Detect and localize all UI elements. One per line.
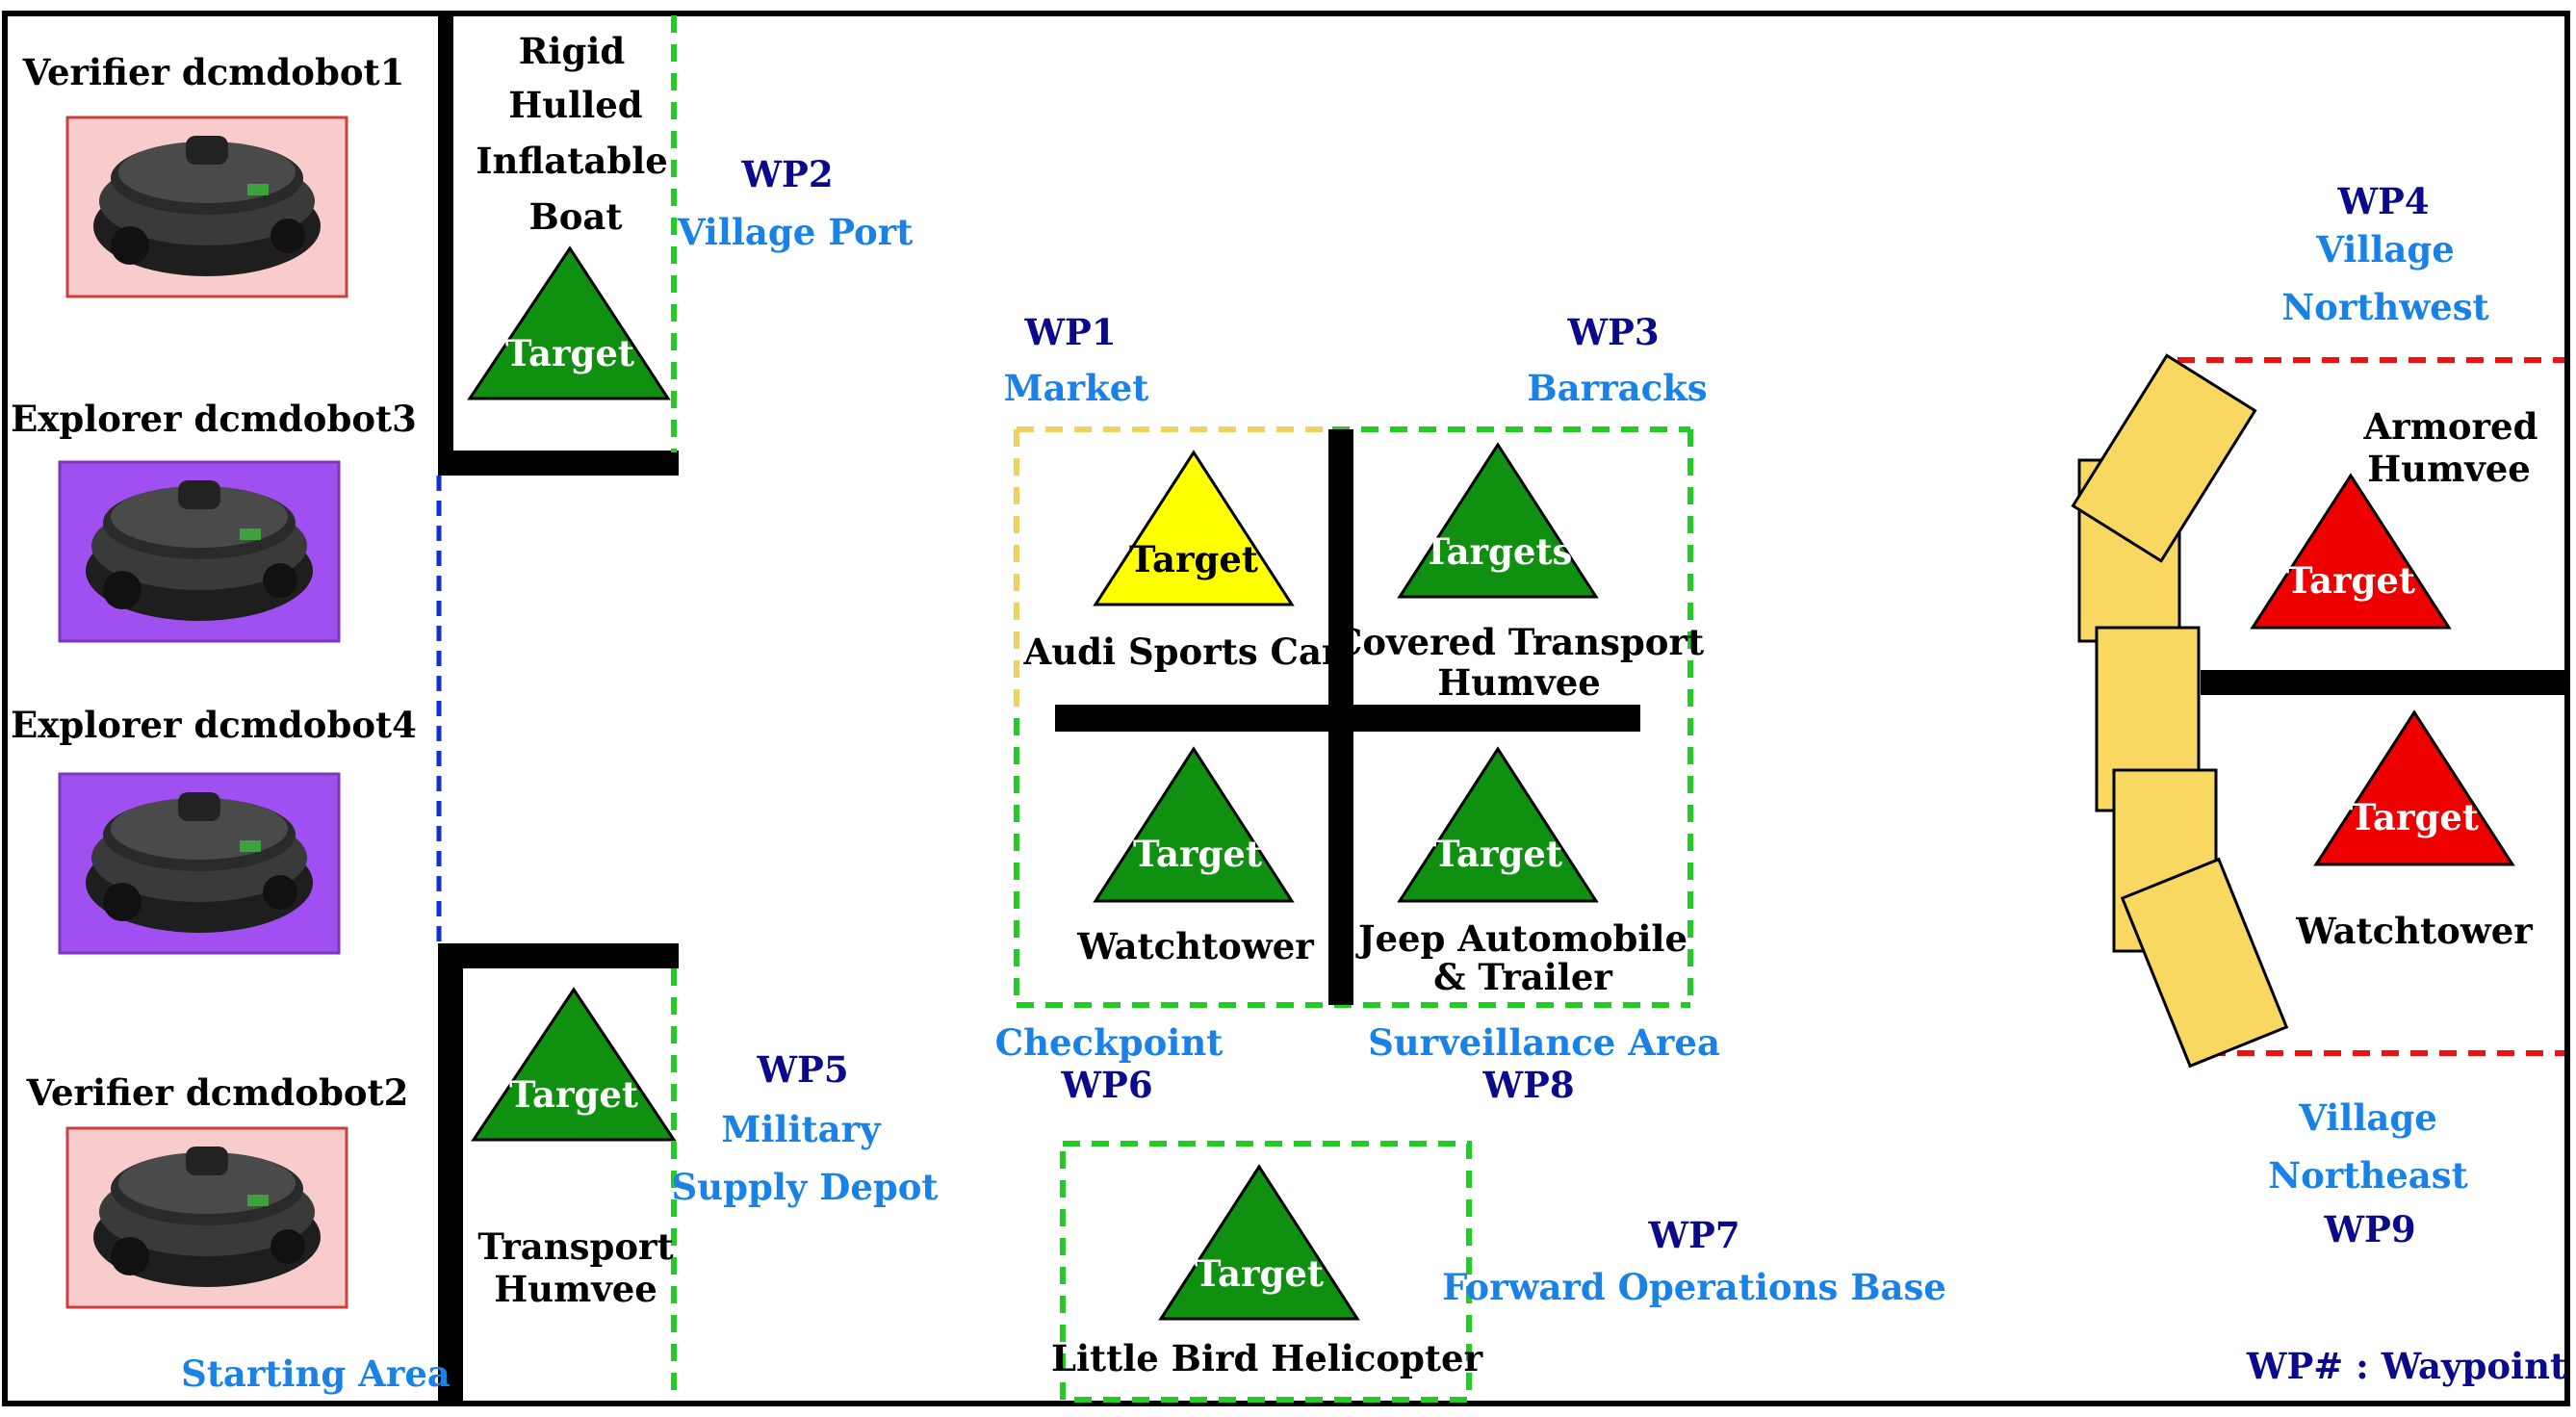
target-covered-transport: Targets Covered Transport Humvee bbox=[1334, 442, 1704, 704]
target-triangle-label: Target bbox=[2350, 796, 2479, 838]
target-name-line: Watchtower bbox=[1076, 925, 1314, 967]
wp6-id: WP6 bbox=[1060, 1064, 1152, 1106]
starting-wall-top-ledge bbox=[438, 451, 679, 476]
wp2-id: WP2 bbox=[740, 153, 833, 195]
robot-label: Explorer dcmdobot3 bbox=[11, 398, 417, 440]
building bbox=[2120, 857, 2289, 1069]
target-name-line: Armored bbox=[2363, 405, 2538, 448]
target-name-line: Watchtower bbox=[2295, 910, 2533, 952]
wp4-name-line2: Northwest bbox=[2281, 286, 2488, 328]
target-watchtower-east: Target Watchtower bbox=[2295, 709, 2533, 952]
wp9-id: WP9 bbox=[2323, 1208, 2415, 1250]
east-wall bbox=[2201, 670, 2566, 695]
building bbox=[2071, 353, 2257, 563]
robot-label: Explorer dcmdobot4 bbox=[11, 704, 417, 746]
target-name-line: Rigid bbox=[519, 30, 626, 72]
robot-verifier-2: Verifier dcmdobot2 bbox=[26, 1071, 409, 1309]
target-watchtower-center: Target Watchtower bbox=[1076, 746, 1314, 967]
target-triangle bbox=[2313, 709, 2515, 866]
target-triangle bbox=[1093, 450, 1295, 606]
target-triangle bbox=[471, 987, 677, 1142]
wp9-name-line2: Northeast bbox=[2268, 1154, 2467, 1197]
village-buildings bbox=[2071, 353, 2289, 1069]
wp8-name: Surveillance Area bbox=[1368, 1021, 1720, 1064]
target-name-line: Little Bird Helicopter bbox=[1051, 1337, 1483, 1379]
target-transport-humvee: Target Transport Humvee bbox=[471, 987, 677, 1310]
turtlebot-icon bbox=[93, 1146, 321, 1287]
legend-text: WP# : Waypoint bbox=[2246, 1345, 2566, 1387]
target-name-line: Transport bbox=[477, 1225, 673, 1268]
target-triangle bbox=[467, 245, 671, 400]
target-name-line: Hulled bbox=[508, 84, 642, 126]
robot-label: Verifier dcmdobot2 bbox=[26, 1071, 409, 1114]
target-armored-humvee: Armored Humvee Target bbox=[2250, 405, 2538, 630]
wp7-id: WP7 bbox=[1647, 1214, 1739, 1256]
target-name-line: Humvee bbox=[2367, 448, 2531, 490]
wp1-name: Market bbox=[1004, 367, 1149, 409]
target-triangle bbox=[1397, 442, 1599, 599]
target-name-line: Humvee bbox=[494, 1268, 657, 1310]
wp7-name: Forward Operations Base bbox=[1442, 1266, 1946, 1308]
starting-area-label: Starting Area bbox=[181, 1353, 451, 1395]
target-triangle-label: Target bbox=[509, 1073, 638, 1116]
target-audi: Target Audi Sports Car bbox=[1023, 450, 1341, 673]
robot-explorer-4: Explorer dcmdobot4 bbox=[11, 704, 417, 955]
turtlebot-icon bbox=[86, 480, 313, 621]
target-helicopter: Target Little Bird Helicopter bbox=[1051, 1164, 1483, 1379]
wp5-name-line2: Supply Depot bbox=[671, 1166, 938, 1208]
turtlebot-icon bbox=[86, 792, 313, 933]
target-jeep: Target Jeep Automobile & Trailer bbox=[1355, 746, 1687, 998]
starting-wall-top bbox=[438, 13, 453, 472]
target-triangle bbox=[1397, 746, 1599, 903]
wp3-id: WP3 bbox=[1566, 311, 1659, 353]
robot-verifier-1: Verifier dcmdobot1 bbox=[22, 51, 405, 298]
wp4-id: WP4 bbox=[2336, 180, 2429, 222]
wp3-name: Barracks bbox=[1527, 367, 1707, 409]
target-triangle-label: Targets bbox=[1424, 530, 1573, 573]
wp5-name-line1: Military bbox=[721, 1108, 882, 1150]
target-name-line: Inflatable bbox=[476, 140, 668, 182]
target-triangle-label: Target bbox=[1133, 833, 1262, 875]
wp6-name: Checkpoint bbox=[995, 1021, 1224, 1064]
target-triangle bbox=[1158, 1164, 1360, 1321]
central-wall-horizontal bbox=[1055, 705, 1640, 732]
wp1-id: WP1 bbox=[1023, 311, 1116, 353]
target-name-line: & Trailer bbox=[1433, 956, 1612, 998]
target-triangle-label: Target bbox=[505, 332, 634, 374]
target-triangle-label: Target bbox=[1195, 1252, 1324, 1295]
turtlebot-icon bbox=[93, 136, 321, 276]
target-name-line: Jeep Automobile bbox=[1355, 917, 1687, 960]
wp5-id: WP5 bbox=[756, 1048, 848, 1091]
target-triangle-label: Target bbox=[1129, 538, 1258, 580]
target-name-line: Humvee bbox=[1437, 661, 1601, 704]
wp9-name-line1: Village bbox=[2298, 1096, 2437, 1139]
wp7-zone-boundary bbox=[1060, 1141, 1472, 1403]
wp8-id: WP8 bbox=[1481, 1064, 1574, 1106]
starting-wall-bottom-ledge bbox=[438, 943, 679, 968]
starting-wall-bottom bbox=[438, 943, 463, 1404]
target-triangle bbox=[2250, 473, 2452, 630]
target-name-line: Audi Sports Car bbox=[1023, 631, 1341, 673]
target-triangle bbox=[1093, 746, 1295, 903]
target-name-line: Boat bbox=[528, 195, 622, 238]
target-name-line: Covered Transport bbox=[1334, 621, 1704, 663]
target-triangle-label: Target bbox=[2286, 559, 2415, 602]
robot-label: Verifier dcmdobot1 bbox=[22, 51, 405, 93]
wp2-name: Village Port bbox=[677, 211, 914, 253]
target-boat: Rigid Hulled Inflatable Boat Target bbox=[467, 30, 671, 400]
wp4-name-line1: Village bbox=[2315, 228, 2455, 271]
target-triangle-label: Target bbox=[1433, 833, 1562, 875]
robot-explorer-3: Explorer dcmdobot3 bbox=[11, 398, 417, 643]
